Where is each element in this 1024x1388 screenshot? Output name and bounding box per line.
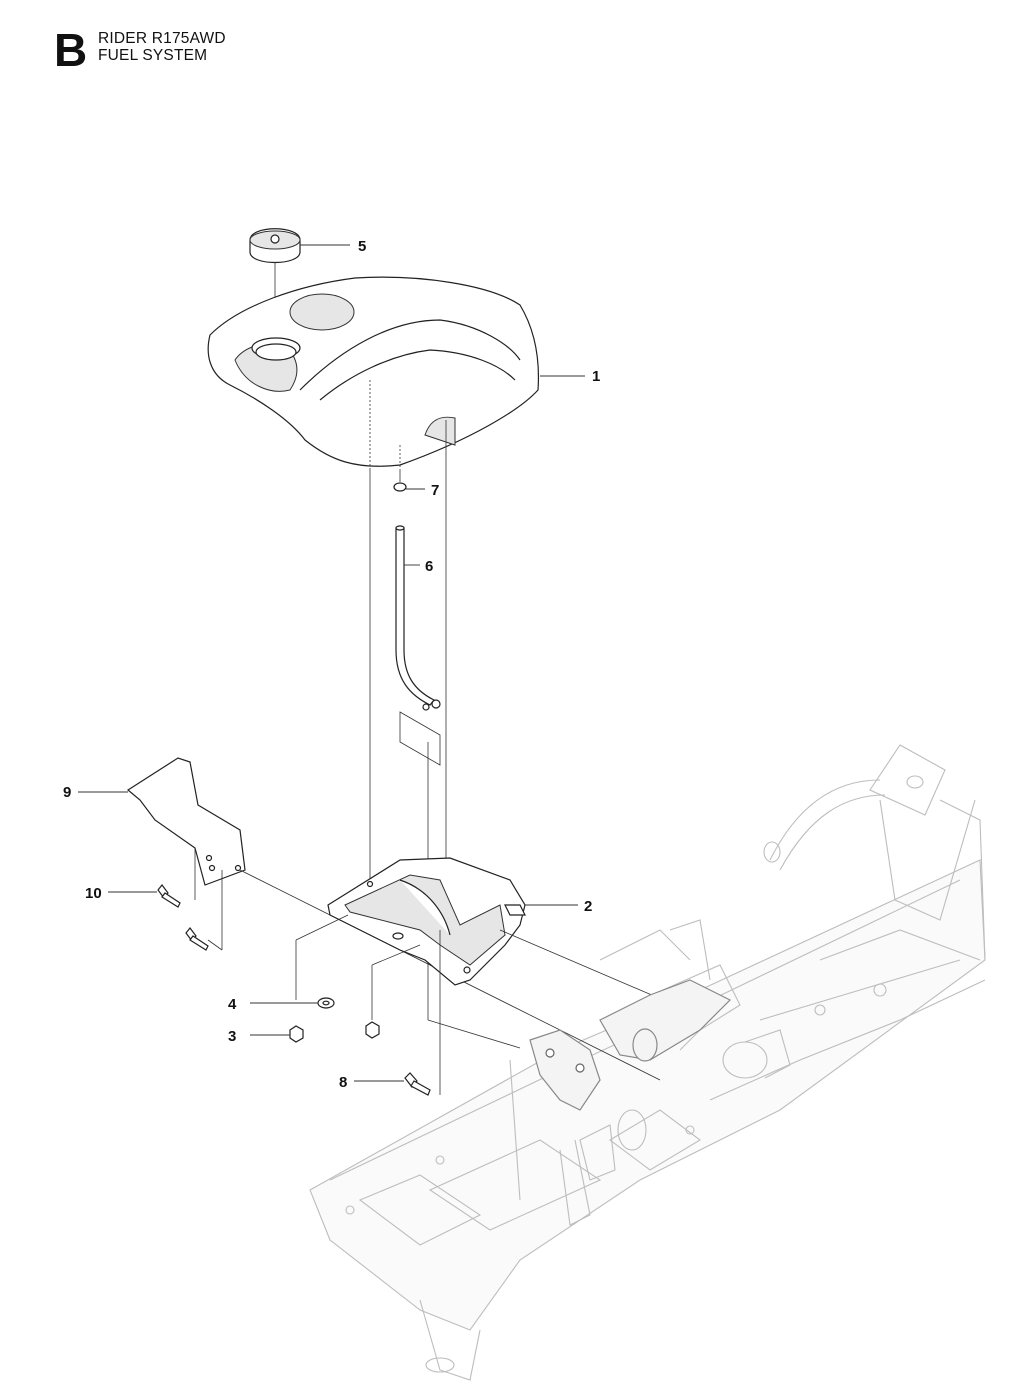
callout-1: 1	[592, 368, 600, 385]
section-title: FUEL SYSTEM	[98, 47, 208, 64]
bolt-set	[157, 884, 209, 951]
chassis-frame	[309, 744, 986, 1381]
guide-line	[295, 914, 349, 941]
callout-3: 3	[228, 1028, 236, 1045]
callout-4: 4	[228, 996, 237, 1013]
shield-bracket	[126, 757, 246, 951]
model-name: RIDER R175AWD	[98, 30, 226, 47]
callout-9: 9	[63, 784, 71, 801]
callout-6: 6	[425, 558, 433, 575]
washer	[317, 997, 335, 1009]
mount-bracket	[529, 979, 732, 1111]
callout-8: 8	[339, 1074, 347, 1091]
bolt	[404, 1072, 431, 1096]
nut-set	[289, 1021, 380, 1043]
section-letter: B	[54, 24, 88, 76]
fuel-tank	[207, 276, 539, 470]
fuel-hose	[395, 525, 441, 711]
callouts: 1 2 3 4 5 6 7 8 9 10	[63, 238, 600, 1091]
guide-line	[427, 1019, 521, 1049]
guide-line	[399, 711, 441, 766]
title-block: RIDER R175AWD FUEL SYSTEM	[98, 30, 226, 64]
callout-5: 5	[358, 238, 366, 255]
tank-support	[327, 857, 526, 986]
guide-line	[371, 944, 421, 966]
hose-clamp	[393, 470, 407, 492]
callout-10: 10	[85, 885, 102, 902]
callout-2: 2	[584, 898, 592, 915]
callout-7: 7	[431, 482, 439, 499]
